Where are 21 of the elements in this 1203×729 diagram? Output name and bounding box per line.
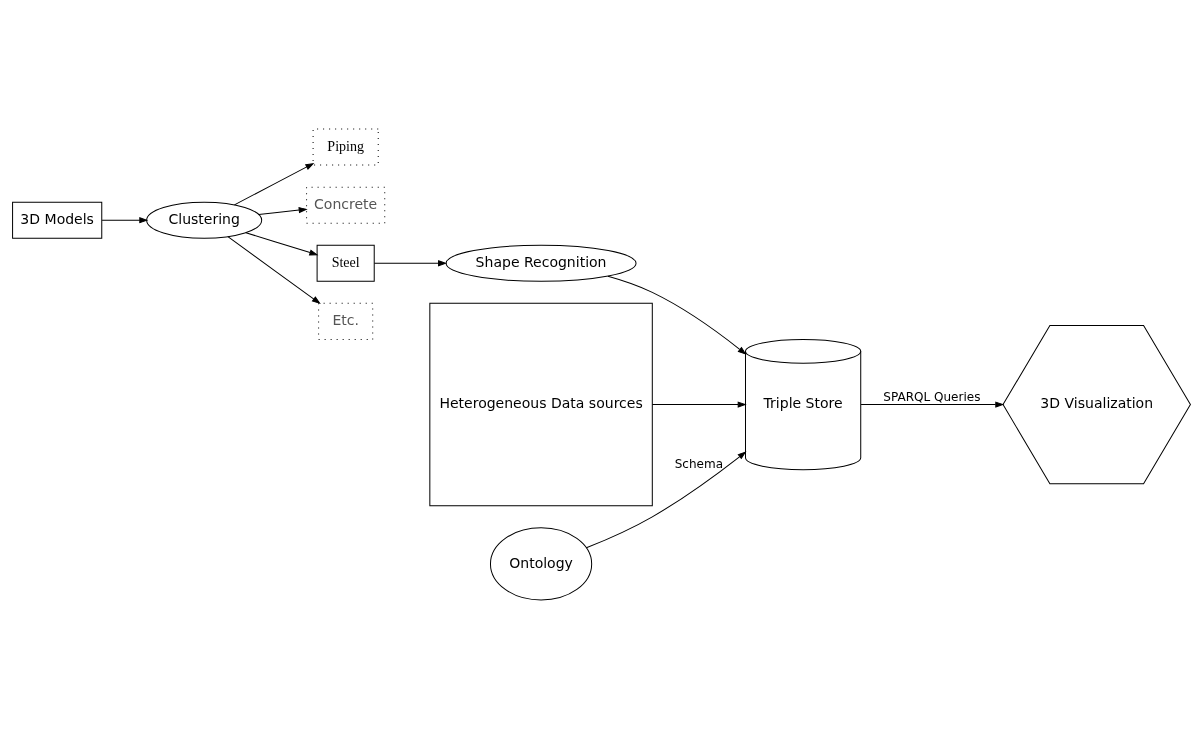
arrow bbox=[233, 163, 314, 206]
node-ellipse: Shape Recognition bbox=[445, 244, 637, 282]
node-box: Heterogeneous Data sources bbox=[429, 302, 653, 507]
arrow bbox=[258, 207, 307, 215]
node-ellipse: Ontology bbox=[489, 527, 593, 601]
arrow bbox=[101, 217, 148, 224]
node-box: Etc. bbox=[318, 302, 374, 340]
arrow bbox=[651, 401, 746, 408]
node-box: 3D Models bbox=[12, 201, 103, 239]
node-ellipse: Clustering bbox=[146, 201, 263, 239]
arrow bbox=[245, 232, 318, 256]
arrow bbox=[860, 401, 1004, 408]
edge-label: SPARQL Queries bbox=[883, 390, 981, 405]
arrow bbox=[227, 236, 321, 304]
arrow bbox=[373, 260, 447, 267]
node-box: Piping bbox=[312, 128, 379, 166]
edge-label: Schema bbox=[674, 457, 724, 472]
node-box: Concrete bbox=[306, 186, 386, 224]
arrow bbox=[607, 275, 746, 355]
arrow bbox=[585, 451, 746, 549]
node-box: Steel bbox=[316, 244, 375, 282]
